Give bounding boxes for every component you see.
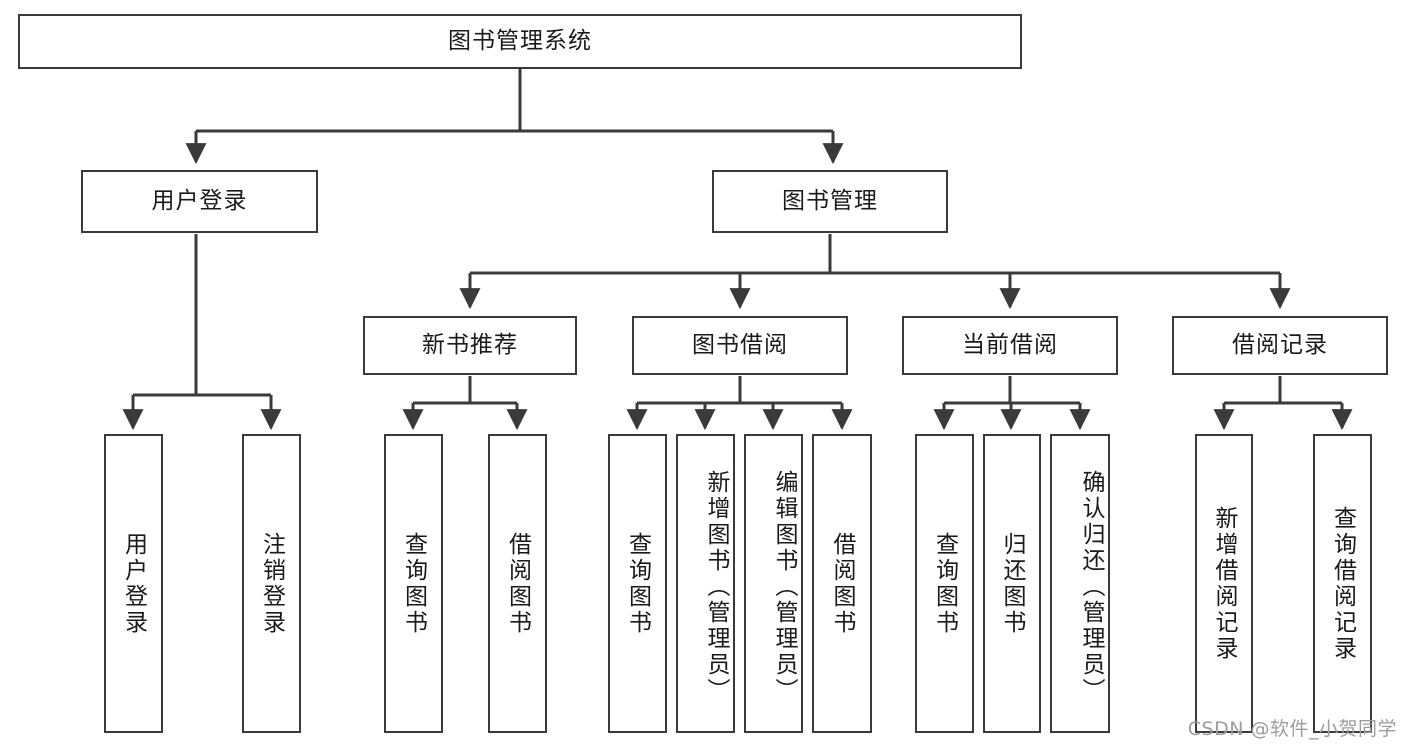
leaf-borrow-record-query-label: 查询借阅记录 <box>1329 505 1356 662</box>
leaf-user-login-login[interactable]: 用户登录 <box>104 434 163 733</box>
leaf-current-borrow-query-label: 查询图书 <box>931 531 958 636</box>
node-new-book-recommend-label: 新书推荐 <box>422 331 518 358</box>
node-user-login-label: 用户登录 <box>151 187 248 214</box>
node-book-borrow-label: 图书借阅 <box>692 331 788 358</box>
leaf-new-book-query-label: 查询图书 <box>400 531 427 636</box>
node-root-system-label: 图书管理系统 <box>448 27 592 54</box>
node-book-management-label: 图书管理 <box>782 187 878 214</box>
leaf-book-borrow-edit[interactable]: 编辑图书（管理员） <box>744 434 803 733</box>
leaf-new-book-borrow[interactable]: 借阅图书 <box>488 434 547 733</box>
node-user-login[interactable]: 用户登录 <box>81 170 318 233</box>
node-book-borrow[interactable]: 图书借阅 <box>632 316 848 375</box>
leaf-current-borrow-query[interactable]: 查询图书 <box>915 434 974 733</box>
leaf-book-borrow-edit-label: 编辑图书（管理员） <box>771 469 797 704</box>
leaf-book-borrow-add[interactable]: 新增图书（管理员） <box>676 434 735 733</box>
leaf-book-borrow-query[interactable]: 查询图书 <box>608 434 667 733</box>
node-book-management[interactable]: 图书管理 <box>712 170 948 233</box>
leaf-borrow-record-add[interactable]: 新增借阅记录 <box>1195 434 1253 733</box>
leaf-borrow-record-query[interactable]: 查询借阅记录 <box>1313 434 1372 733</box>
leaf-current-borrow-confirm-label: 确认归还（管理员） <box>1078 469 1104 704</box>
leaf-current-borrow-return-label: 归还图书 <box>999 531 1025 636</box>
leaf-user-login-logout[interactable]: 注销登录 <box>242 434 301 733</box>
leaf-user-login-logout-label: 注销登录 <box>258 531 285 636</box>
leaf-new-book-query[interactable]: 查询图书 <box>384 434 443 733</box>
leaf-borrow-record-add-label: 新增借阅记录 <box>1211 505 1237 662</box>
node-current-borrow[interactable]: 当前借阅 <box>902 316 1118 375</box>
node-current-borrow-label: 当前借阅 <box>962 331 1058 358</box>
leaf-book-borrow-query-label: 查询图书 <box>624 531 651 636</box>
leaf-book-borrow-borrow[interactable]: 借阅图书 <box>812 434 872 733</box>
node-borrow-record[interactable]: 借阅记录 <box>1172 316 1388 375</box>
node-new-book-recommend[interactable]: 新书推荐 <box>363 316 577 375</box>
node-borrow-record-label: 借阅记录 <box>1232 331 1328 358</box>
leaf-current-borrow-confirm[interactable]: 确认归还（管理员） <box>1050 434 1110 733</box>
leaf-new-book-borrow-label: 借阅图书 <box>504 531 531 636</box>
leaf-book-borrow-borrow-label: 借阅图书 <box>829 531 855 636</box>
leaf-current-borrow-return[interactable]: 归还图书 <box>983 434 1041 733</box>
leaf-user-login-login-label: 用户登录 <box>120 531 147 636</box>
watermark-text: CSDN @软件_小贺同学 <box>1187 718 1397 740</box>
node-root-system[interactable]: 图书管理系统 <box>18 14 1022 69</box>
leaf-book-borrow-add-label: 新增图书（管理员） <box>703 469 729 704</box>
